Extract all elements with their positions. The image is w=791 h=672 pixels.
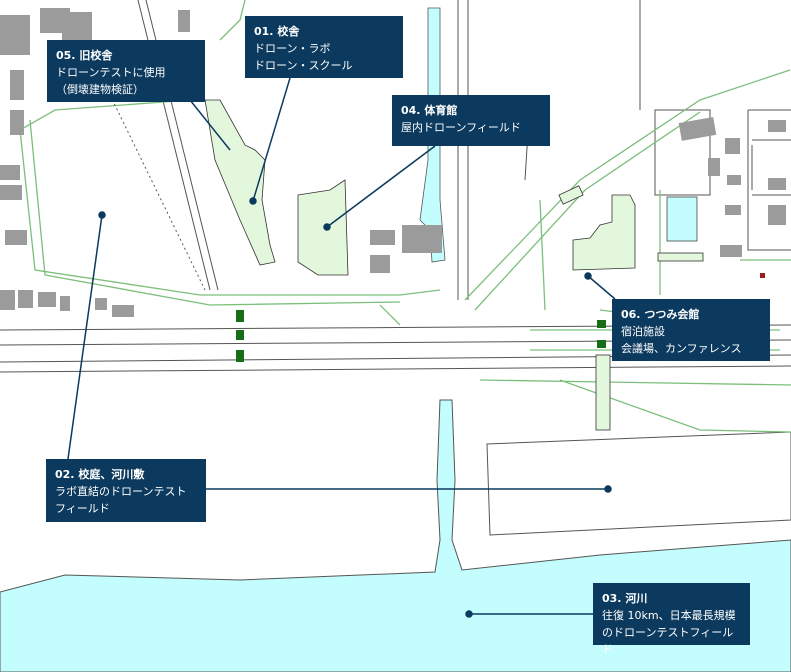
label-old-school[interactable]: 05. 旧校舎 ドローンテストに使用 （倒壊建物検証） <box>47 40 205 102</box>
marker-04 <box>323 223 331 231</box>
label-title: 05. 旧校舎 <box>56 49 113 62</box>
marker-02a <box>98 211 106 219</box>
label-river[interactable]: 03. 河川 往復 10km、日本最長規模 のドローンテストフィールド <box>593 583 750 656</box>
marker-01 <box>249 197 257 205</box>
label-gymnasium[interactable]: 04. 体育館 屋内ドローンフィールド <box>392 95 550 146</box>
label-title: 01. 校舎 <box>254 25 300 38</box>
label-line: 往復 10km、日本最長規模 <box>602 609 736 622</box>
tsutsumi-hall <box>572 194 636 271</box>
label-school[interactable]: 01. 校舎 ドローン・ラボ ドローン・スクール <box>245 16 403 78</box>
label-title: 04. 体育館 <box>401 104 458 117</box>
school-building <box>204 99 276 266</box>
label-schoolyard-riverbed[interactable]: 02. 校庭、河川敷 ラボ直結のドローンテスト フィールド <box>46 459 206 522</box>
label-line: ドローンテストに使用 <box>56 66 166 79</box>
label-line: （倒壊建物検証） <box>56 83 144 96</box>
label-line: フィールド <box>55 502 110 515</box>
label-line: ドローン・スクール <box>254 59 353 72</box>
label-tsutsumi-hall[interactable]: 06. つつみ会館 宿泊施設 会議場、カンファレンス <box>612 299 770 361</box>
label-title: 03. 河川 <box>602 592 648 605</box>
marker-03 <box>465 610 473 618</box>
marker-06 <box>584 272 592 280</box>
label-line: 屋内ドローンフィールド <box>401 121 521 134</box>
marker-02 <box>604 485 612 493</box>
label-line: のドローンテストフィールド <box>602 626 734 656</box>
label-line: 会議場、カンファレンス <box>621 342 742 355</box>
label-title: 02. 校庭、河川敷 <box>55 468 145 481</box>
label-title: 06. つつみ会館 <box>621 308 700 321</box>
label-line: ドローン・ラボ <box>254 42 331 55</box>
gymnasium <box>297 179 349 276</box>
label-line: 宿泊施設 <box>621 325 665 338</box>
label-line: ラボ直結のドローンテスト <box>55 485 187 498</box>
